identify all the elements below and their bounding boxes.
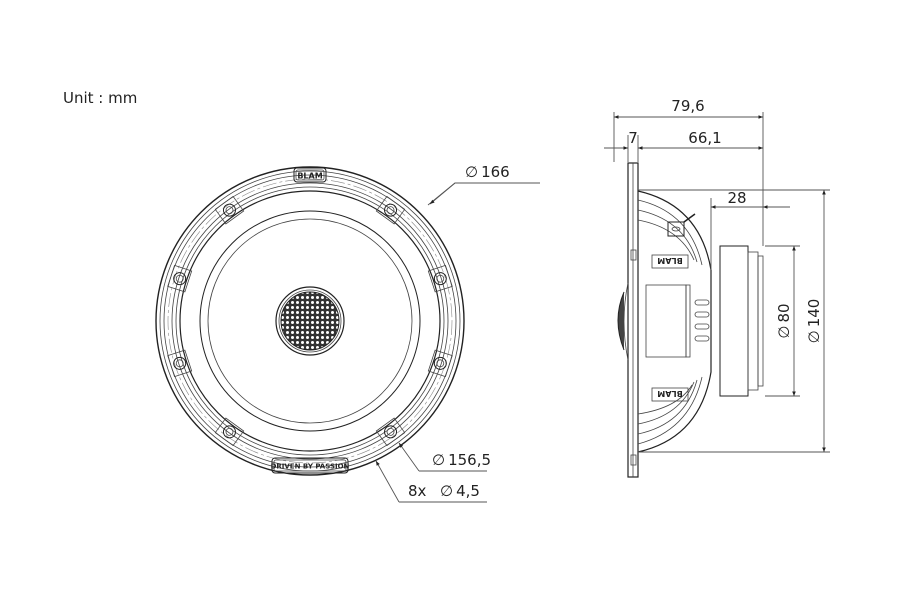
svg-text:∅156,5: ∅156,5: [432, 451, 491, 469]
dim-hole-diameter: 8x ∅4,5: [375, 460, 487, 503]
svg-text:79,6: 79,6: [671, 97, 704, 115]
brand-plate-bottom: DRIVEN BY PASSION: [271, 457, 350, 474]
basket-fins: [694, 299, 710, 342]
svg-text:7: 7: [628, 129, 638, 147]
dim-magnet-diameter: ∅80: [775, 246, 796, 396]
tweeter: [275, 286, 345, 356]
mounting-holes: [167, 195, 453, 447]
dim-magnet-depth: 28: [711, 189, 790, 209]
svg-text:8x: 8x: [408, 482, 427, 500]
brand-plate-top: BLAM: [293, 167, 327, 183]
svg-text:∅166: ∅166: [465, 163, 510, 181]
svg-text:∅4,5: ∅4,5: [440, 482, 480, 500]
terminal: [667, 213, 696, 237]
dim-total-depth: 79,6: [614, 97, 763, 119]
front-view: BLAM DRIVEN BY PASSION ∅166 ∅156,5: [155, 163, 540, 503]
svg-text:BLAM: BLAM: [657, 256, 682, 265]
dim-flange-thickness: 7: [604, 129, 662, 150]
dim-mounting-depth: 66,1: [662, 129, 763, 150]
unit-label: Unit : mm: [63, 89, 138, 107]
svg-text:∅140: ∅140: [805, 299, 823, 344]
svg-text:66,1: 66,1: [688, 129, 721, 147]
svg-text:DRIVEN BY PASSION: DRIVEN BY PASSION: [271, 463, 350, 471]
svg-text:BLAM: BLAM: [297, 172, 322, 181]
dim-outer-diameter: ∅166: [427, 163, 540, 206]
magnet: [719, 245, 764, 397]
dim-mount-circle-diameter: ∅156,5: [398, 442, 491, 472]
brand-side-bottom: BLAM: [651, 387, 689, 402]
brand-side-top: BLAM: [651, 254, 689, 269]
svg-text:∅80: ∅80: [775, 303, 793, 338]
svg-text:28: 28: [727, 189, 746, 207]
dim-basket-diameter: ∅140: [805, 190, 826, 452]
side-view: BLAM BLAM 79,6: [604, 97, 830, 478]
svg-text:BLAM: BLAM: [657, 389, 682, 398]
